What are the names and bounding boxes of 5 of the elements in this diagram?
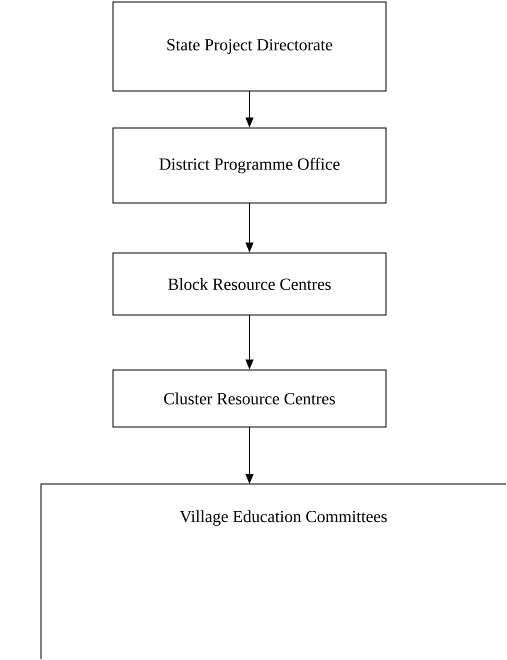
process-box: Block Resource Centres <box>112 252 386 316</box>
process-box: Village Education Committees <box>40 484 506 660</box>
process-box: Cluster Resource Centres <box>112 370 386 428</box>
process-box: District Programme Office <box>112 128 386 204</box>
process-box: State Project Directorate <box>112 2 386 92</box>
